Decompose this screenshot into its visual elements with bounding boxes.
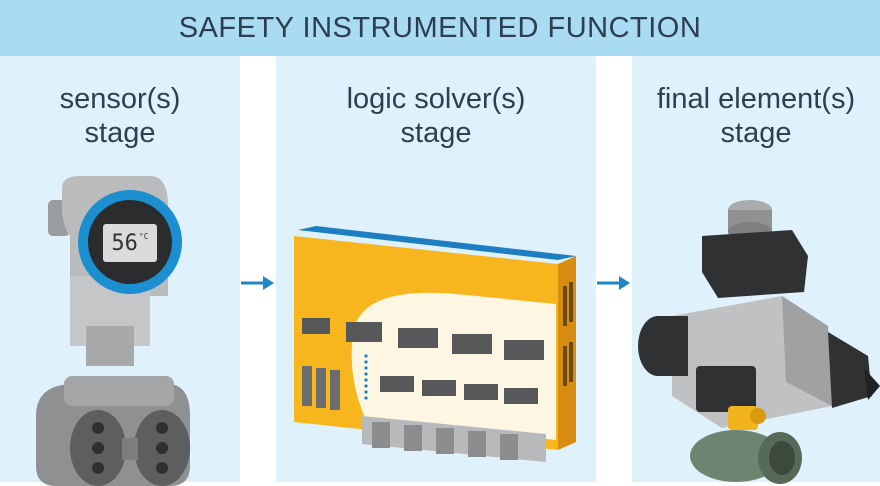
actuated-valve-icon <box>638 200 880 484</box>
sensor-display-value: 56 <box>111 230 138 256</box>
pressure-transmitter-icon <box>36 176 190 486</box>
sensor-stage-label: sensor(s) stage <box>0 82 240 150</box>
final-element-stage-line1: final element(s) <box>656 83 856 115</box>
sensor-display-unit: °C <box>138 232 149 241</box>
sensor-stage-line2: stage <box>84 117 156 149</box>
sensor-stage-line1: sensor(s) <box>59 83 181 115</box>
safety-plc-icon <box>294 226 576 462</box>
arrow-right-icon <box>241 276 274 290</box>
sensor-stage-panel: sensor(s) stage 56 °C <box>0 56 240 486</box>
diagram-title: SAFETY INSTRUMENTED FUNCTION <box>178 11 702 44</box>
sensor-display: 56 °C <box>103 224 157 262</box>
final-element-stage-label: final element(s) stage <box>632 82 880 150</box>
final-element-stage-panel: final element(s) stage <box>632 56 880 484</box>
logic-solver-stage-line1: logic solver(s) <box>346 83 526 115</box>
arrow-right-icon <box>597 276 630 290</box>
logic-solver-stage-line2: stage <box>400 117 472 149</box>
title-banner: SAFETY INSTRUMENTED FUNCTION <box>0 0 880 56</box>
logic-solver-stage-label: logic solver(s) stage <box>276 82 596 150</box>
logic-solver-stage-panel: logic solver(s) stage <box>276 56 596 482</box>
final-element-stage-line2: stage <box>720 117 792 149</box>
